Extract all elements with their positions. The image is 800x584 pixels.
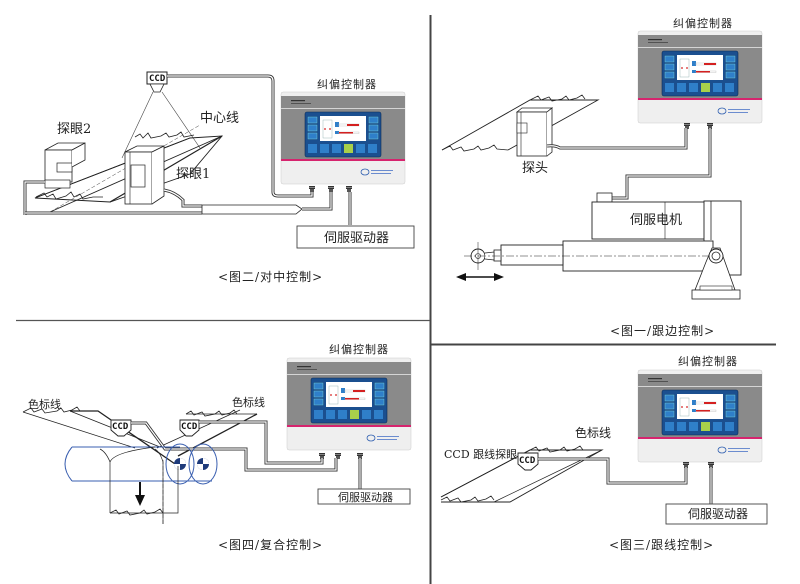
- ccd-sensor-left: CCD: [110, 419, 132, 437]
- ccd-sensor-right: CCD: [179, 419, 200, 437]
- ccd-label: CCD: [519, 456, 536, 466]
- deviation-controller: [280, 91, 406, 185]
- color-line-label: 色标线: [575, 426, 611, 440]
- servo-driver-label: 伺服驱动器: [688, 507, 748, 521]
- center-line-label: 中心线: [200, 111, 239, 126]
- controller-title: 纠偏控制器: [673, 16, 733, 30]
- panel-edge-control: 纠偏控制器 探头: [441, 16, 763, 338]
- probe-2-label: 探眼2: [57, 122, 91, 137]
- color-line-label-left: 色标线: [28, 397, 61, 411]
- edge-probe: [515, 107, 554, 157]
- roller-assembly: [64, 443, 218, 485]
- panel-center-control: 纠偏控制器 CCD 中心线 探眼2: [23, 71, 415, 284]
- controller-title: 纠偏控制器: [317, 77, 377, 91]
- probe-label: 探头: [522, 161, 548, 176]
- probe-eye-1: [124, 145, 165, 205]
- servo-driver-box: [296, 225, 415, 249]
- servo-motor-label: 伺服电机: [630, 213, 682, 228]
- signal-combiner: [201, 204, 303, 215]
- servo-driver-label: 伺服驱动器: [338, 491, 393, 504]
- deviation-controller: [286, 357, 412, 451]
- ccd-label: CCD: [181, 422, 198, 432]
- panel-composite-control: 纠偏控制器 色标线 色标线 CCD CCD: [22, 342, 412, 552]
- ccd-label: CCD: [112, 422, 129, 432]
- servo-driver-box: [317, 488, 411, 505]
- connector-icon: [327, 185, 335, 193]
- servo-driver-box: [665, 503, 768, 525]
- caption-line-control: <图三/跟线控制>: [609, 538, 714, 552]
- deviation-controller: [637, 369, 763, 463]
- panel-line-control: 纠偏控制器 色标线 CCD 跟线探眼 CCD 伺服驱动器 <图三/跟线控制>: [440, 354, 768, 552]
- probe-eye-2: [44, 142, 86, 189]
- servo-motor-actuator: [464, 192, 742, 300]
- caption-edge-control: <图一/跟边控制>: [610, 324, 715, 338]
- ccd-label: CCD: [149, 74, 166, 84]
- bidirectional-arrow-icon: [456, 273, 504, 281]
- caption-center-control: <图二/对中控制>: [218, 269, 323, 284]
- servo-driver-label: 伺服驱动器: [324, 231, 389, 246]
- ccd-sensor: CCD: [517, 452, 539, 471]
- down-arrow-icon: [135, 482, 145, 506]
- connector-icon: [345, 185, 353, 193]
- connector-icon: [308, 185, 316, 193]
- ccd-probe-label: CCD 跟线探眼: [444, 447, 517, 461]
- caption-composite-control: <图四/复合控制>: [218, 537, 323, 552]
- deviation-controller: [637, 30, 763, 124]
- controller-title: 纠偏控制器: [678, 354, 738, 368]
- probe-1-label: 探眼1: [176, 167, 210, 182]
- controller-title: 纠偏控制器: [329, 342, 389, 356]
- color-line-label-right: 色标线: [232, 395, 265, 409]
